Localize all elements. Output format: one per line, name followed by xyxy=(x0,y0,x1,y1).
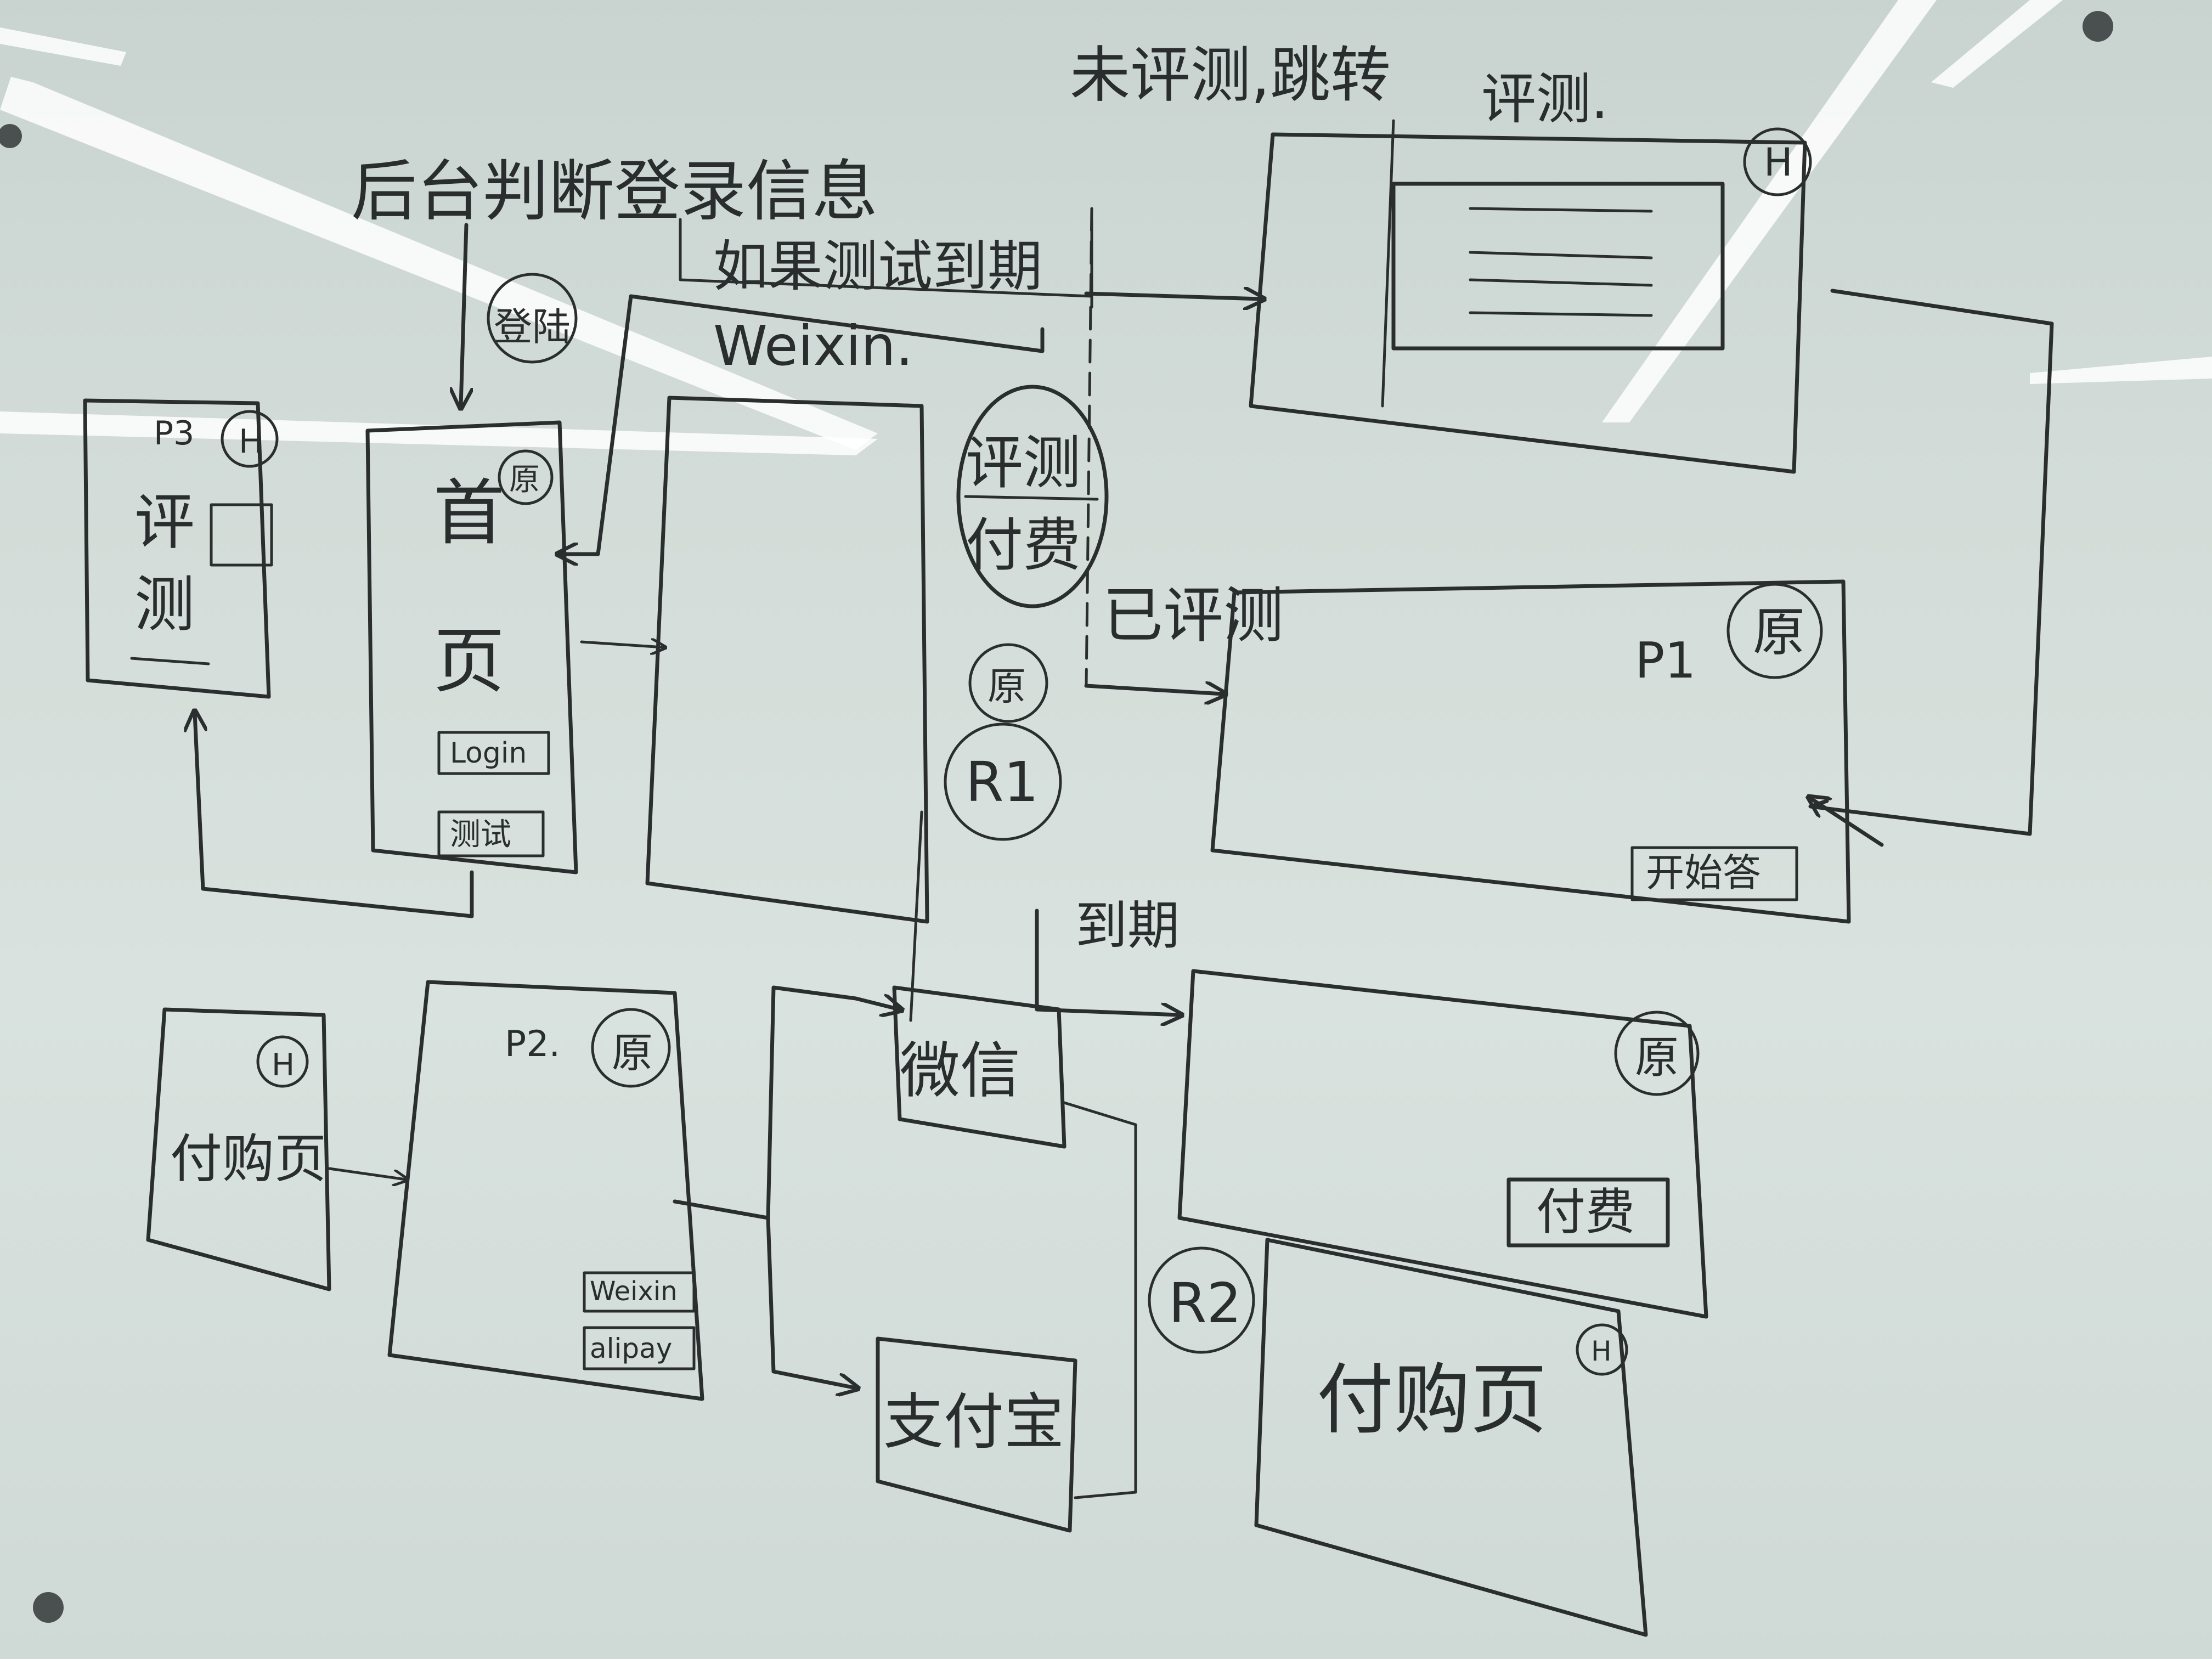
connector-center-vertical xyxy=(909,810,923,1022)
arrow-test-to-p3 xyxy=(195,713,474,918)
top-right-screen: H xyxy=(1249,119,1812,474)
light-reflections xyxy=(0,0,2212,455)
wechat-box[interactable]: 微信 xyxy=(892,985,1066,1149)
arrow-backend-to-home xyxy=(461,223,466,406)
pay-button[interactable] xyxy=(1506,1177,1670,1248)
arrow-to-p1 xyxy=(1084,686,1223,694)
bottom-left-label: 付购页 xyxy=(170,1129,326,1189)
circle-original: 原 xyxy=(988,664,1026,709)
top-right-badge: H xyxy=(1764,140,1793,185)
center-circles: 评测 付费 原 R1 xyxy=(944,385,1109,841)
circle-evaluate: 评测 xyxy=(966,430,1081,496)
bottom-left-screen: H 付购页 xyxy=(146,1007,331,1291)
p3-badge: H xyxy=(239,422,263,461)
overlay-label: 付购页 xyxy=(1317,1356,1547,1445)
circle-r1: R1 xyxy=(966,750,1039,814)
note-not-evaluated: 未评测,跳转 xyxy=(1070,40,1391,110)
note-weixin: Weixin. xyxy=(713,314,913,378)
home-side-badge: 登陆 xyxy=(494,304,571,349)
start-button[interactable] xyxy=(1630,846,1798,901)
login-circle xyxy=(487,273,578,364)
alipay-box[interactable]: 支付宝 xyxy=(876,1336,1077,1533)
overlay-badge: H xyxy=(1591,1335,1612,1367)
p2-screen: P2. 原 Weixin alipay xyxy=(387,980,704,1401)
circle-pay: 付费 xyxy=(966,512,1081,579)
p3-label-1: 评 xyxy=(134,487,195,557)
arrow-expired xyxy=(1035,909,1180,1015)
p3-label-2: 测 xyxy=(134,569,195,640)
r2-label: R2 xyxy=(1169,1271,1242,1335)
bottom-left-badge: H xyxy=(272,1047,295,1083)
wechat-label: 微信 xyxy=(900,1036,1020,1106)
p1-id: P1 xyxy=(1635,632,1696,690)
test-button[interactable] xyxy=(437,810,545,857)
home-screen: 登陆 原 首 页 Login 测试 xyxy=(365,273,578,874)
p2-badge: 原 xyxy=(612,1029,653,1077)
note-backend-check: 后台判断登录信息 xyxy=(351,154,878,230)
connector-wechat-right xyxy=(1063,1101,1137,1499)
bottom-right-screen: 原 付费 xyxy=(1177,969,1708,1319)
home-badge: 原 xyxy=(509,462,540,498)
arrow-home-to-center xyxy=(580,642,664,647)
alipay-button-label: alipay xyxy=(590,1333,672,1364)
center-screen xyxy=(645,396,929,924)
p3-screen: P3 H 评 测 xyxy=(83,398,279,699)
note-expired: 到期 xyxy=(1075,896,1180,956)
screw-top-right xyxy=(2083,11,2113,42)
login-button-label: Login xyxy=(450,737,527,770)
bottom-right-badge: 原 xyxy=(1635,1032,1679,1083)
alipay-label: 支付宝 xyxy=(883,1387,1064,1457)
arrow-to-top-right xyxy=(1084,294,1262,299)
start-button-label: 开始答 xyxy=(1646,850,1761,895)
p2-id: P2. xyxy=(505,1024,560,1065)
connector-to-alipay xyxy=(766,1216,856,1388)
p1-screen: P1 原 开始答 xyxy=(1210,579,1851,924)
overlay-purchase-screen: H 付购页 xyxy=(1254,1238,1648,1637)
login-button[interactable] xyxy=(437,731,550,775)
screw-top-left xyxy=(0,124,22,148)
screw-bottom-left xyxy=(33,1592,64,1623)
weixin-button[interactable] xyxy=(583,1271,696,1313)
connector-center-lower xyxy=(673,985,900,1220)
pay-button-label: 付费 xyxy=(1536,1183,1635,1241)
arrow-bottom-left-to-p2 xyxy=(328,1167,406,1180)
note-evaluated-right: 评测. xyxy=(1481,67,1609,131)
p3-id: P3 xyxy=(154,414,194,453)
home-title-1: 首 xyxy=(433,471,505,555)
arrow-weixin-back xyxy=(560,294,1045,554)
weixin-button-label: Weixin xyxy=(590,1276,678,1307)
alipay-button[interactable] xyxy=(583,1326,696,1370)
r2-circle xyxy=(1148,1246,1255,1354)
center-divider xyxy=(1085,207,1093,687)
test-button-label: 测试 xyxy=(450,817,511,853)
home-title-2: 页 xyxy=(433,619,505,703)
p1-badge: 原 xyxy=(1753,602,1805,663)
